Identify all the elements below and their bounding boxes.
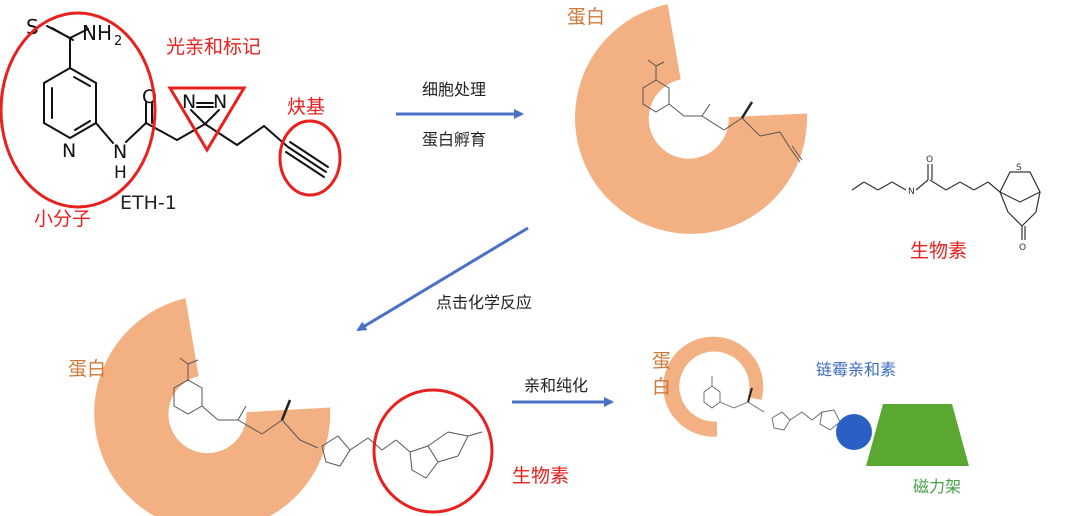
streptavidin-label: 链霉亲和素 xyxy=(816,360,897,379)
eth1-atom-labels: S NH 2 O N N H N N xyxy=(26,15,227,183)
protein-small-arc xyxy=(663,336,764,437)
protein-label-mid: 蛋白 xyxy=(68,358,107,380)
eth1-highlights xyxy=(0,11,342,209)
small-molecule-label: 小分子 xyxy=(34,208,92,230)
alkyne-ring xyxy=(278,119,342,197)
atom-h: H xyxy=(114,163,127,183)
atom-n2-diazirine: N xyxy=(213,91,227,113)
magnetic-rack-block xyxy=(866,404,969,466)
atom-n-pyridine: N xyxy=(62,140,76,162)
protein-label-top: 蛋白 xyxy=(567,6,606,28)
captured-probe-wedge-bond xyxy=(747,387,753,403)
protein-top-arc xyxy=(575,4,808,234)
streptavidin-bead xyxy=(836,414,872,450)
magnetic-rack-label: 磁力架 xyxy=(913,477,962,496)
biotin-atom-o2: O xyxy=(1019,243,1026,253)
protein-label-small-2: 白 xyxy=(652,376,672,398)
biotin-atom-s: S xyxy=(1016,163,1022,173)
clicked-probe-structure xyxy=(173,357,483,479)
protein-label-small-1: 蛋 xyxy=(652,350,672,372)
compound-name: ETH-1 xyxy=(120,192,177,214)
probe-wedge-bond xyxy=(740,101,754,119)
photoaffinity-triangle xyxy=(167,86,247,153)
step1-line1: 细胞处理 xyxy=(422,80,487,99)
protein-mid-arc xyxy=(94,298,331,516)
atom-nh2: NH xyxy=(82,21,112,45)
clicked-probe-wedge-bond xyxy=(280,399,292,421)
biotin-label-mid: 生物素 xyxy=(512,465,570,487)
photoaffinity-label: 光亲和标记 xyxy=(166,36,262,58)
biotin-atom-labels: S N O O xyxy=(908,155,1026,253)
step1-line2: 蛋白孵育 xyxy=(422,130,487,149)
eth1-structure xyxy=(43,25,329,178)
atom-nh2-subscript: 2 xyxy=(114,34,122,49)
captured-probe-structure xyxy=(703,376,841,431)
arrow-step2 xyxy=(356,226,529,332)
alkyne-label: 炔基 xyxy=(287,96,326,118)
small-molecule-ring xyxy=(0,11,157,209)
biotin-atom-n: N xyxy=(908,187,915,197)
step3-label: 亲和纯化 xyxy=(524,376,589,395)
atom-nh: N xyxy=(113,141,127,163)
biotin-label-top: 生物素 xyxy=(910,240,968,262)
biotin-highlight-ring xyxy=(372,388,494,514)
biotin-atom-o1: O xyxy=(926,155,933,165)
biotin-structure xyxy=(851,164,1041,240)
atom-n1-diazirine: N xyxy=(182,91,196,113)
step2-label: 点击化学反应 xyxy=(436,293,533,312)
